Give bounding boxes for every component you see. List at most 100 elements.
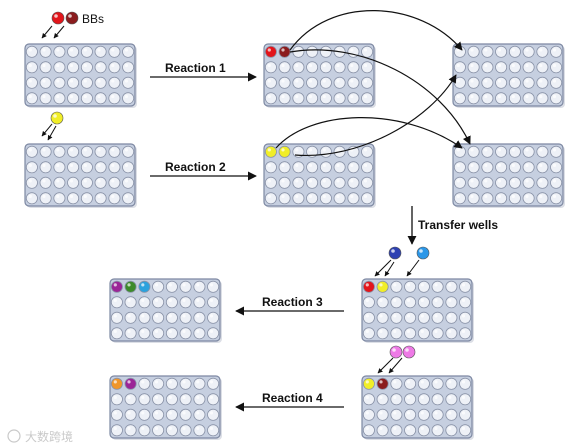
well [362, 280, 375, 293]
well [67, 92, 80, 105]
well [347, 61, 360, 74]
bead-blue [388, 246, 402, 260]
plate-body [361, 278, 473, 342]
bead-dark_red [65, 11, 79, 25]
well [292, 92, 305, 105]
well [417, 280, 430, 293]
plates-layer [24, 43, 565, 440]
plate-body [452, 143, 564, 207]
well [39, 192, 52, 205]
well [94, 161, 107, 174]
bead-red [51, 11, 65, 25]
reaction1-label: Reaction 1 [165, 61, 226, 75]
well [404, 296, 417, 309]
well [333, 192, 346, 205]
well [94, 45, 107, 58]
well [362, 311, 375, 324]
well [165, 280, 178, 293]
well [333, 176, 346, 189]
well [264, 192, 277, 205]
merged-plate-4 [361, 375, 474, 440]
plate-body [24, 43, 136, 107]
well [536, 176, 549, 189]
well [264, 76, 277, 89]
well [522, 192, 535, 205]
well [536, 145, 549, 158]
well [362, 377, 375, 390]
well [550, 61, 563, 74]
well [207, 408, 220, 421]
transfer-arrows [275, 10, 471, 157]
well [53, 192, 66, 205]
well [390, 377, 403, 390]
transfer-plate-top [452, 43, 565, 108]
well [39, 76, 52, 89]
well [278, 192, 291, 205]
well [445, 311, 458, 324]
well [508, 145, 521, 158]
well [108, 176, 121, 189]
well [110, 408, 123, 421]
well [390, 296, 403, 309]
well [306, 192, 319, 205]
well [445, 327, 458, 340]
well [264, 145, 277, 158]
well [319, 92, 332, 105]
well [193, 327, 206, 340]
well [453, 76, 466, 89]
well [347, 192, 360, 205]
bead-arrow [406, 259, 420, 277]
well [165, 311, 178, 324]
well [94, 61, 107, 74]
well [445, 296, 458, 309]
well [278, 45, 291, 58]
well [522, 92, 535, 105]
arrow-r2-to-top [294, 74, 457, 157]
well [361, 192, 374, 205]
well [495, 61, 508, 74]
arrow-r1-to-bottom [289, 49, 471, 145]
well [53, 61, 66, 74]
well [522, 161, 535, 174]
well [124, 393, 137, 406]
well [278, 92, 291, 105]
well [495, 92, 508, 105]
well [138, 377, 151, 390]
well [278, 61, 291, 74]
well [94, 145, 107, 158]
well [481, 76, 494, 89]
well [124, 280, 137, 293]
well [404, 393, 417, 406]
well [376, 296, 389, 309]
well [431, 377, 444, 390]
plate-body [361, 375, 473, 439]
bb-label: BBs [82, 12, 104, 26]
well [508, 61, 521, 74]
well [495, 45, 508, 58]
well [264, 61, 277, 74]
beads-layer [41, 11, 430, 374]
well [333, 76, 346, 89]
well [522, 76, 535, 89]
well [94, 192, 107, 205]
well [459, 393, 472, 406]
well [495, 76, 508, 89]
well [39, 61, 52, 74]
well [445, 424, 458, 437]
well [207, 424, 220, 437]
well [361, 76, 374, 89]
well [80, 176, 93, 189]
well [445, 280, 458, 293]
well [508, 45, 521, 58]
well [445, 377, 458, 390]
well [467, 92, 480, 105]
well [25, 92, 38, 105]
well [94, 176, 107, 189]
well [108, 45, 121, 58]
well [467, 145, 480, 158]
well [390, 424, 403, 437]
well [550, 145, 563, 158]
well [292, 61, 305, 74]
well [431, 424, 444, 437]
well [122, 61, 135, 74]
